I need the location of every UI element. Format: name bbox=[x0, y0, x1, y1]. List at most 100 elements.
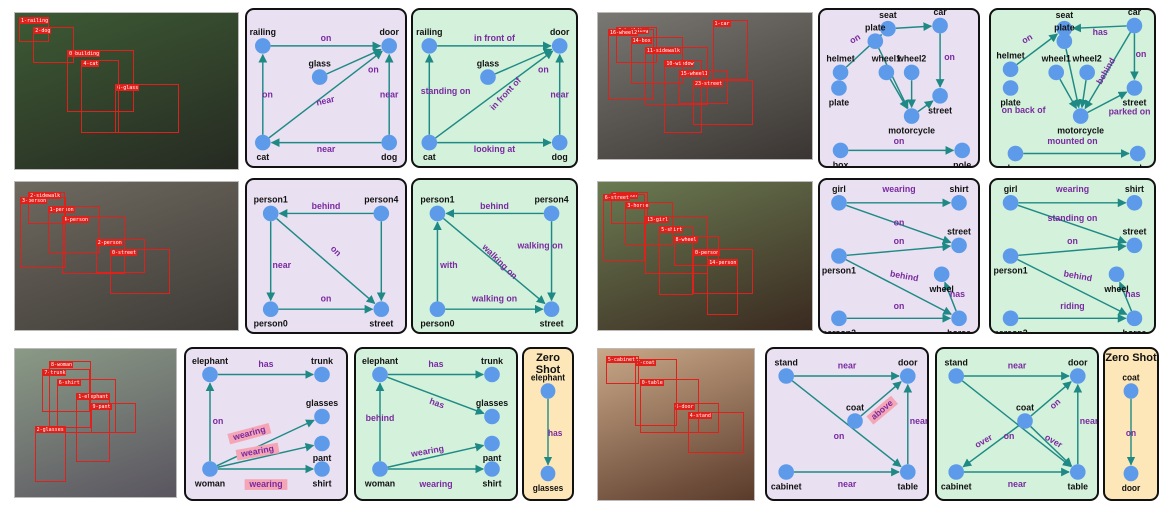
object-label: dog bbox=[552, 152, 568, 162]
object-label: stand bbox=[944, 357, 967, 367]
object-label: elephant bbox=[362, 356, 398, 366]
relation-edge bbox=[268, 50, 383, 139]
object-node bbox=[1007, 145, 1024, 162]
relation-label: wearing bbox=[231, 424, 267, 442]
bbox-tag: 7-coat bbox=[635, 360, 656, 367]
bounding-box: 9-pant bbox=[90, 402, 136, 433]
object-label: door bbox=[379, 27, 399, 37]
object-node bbox=[831, 80, 847, 96]
object-node bbox=[1126, 310, 1143, 327]
bounding-box: 1-person bbox=[47, 205, 100, 253]
relation-label: riding bbox=[1060, 301, 1084, 311]
object-node bbox=[1123, 383, 1139, 399]
object-node bbox=[1126, 195, 1143, 211]
bbox-tag: 5-shirt bbox=[660, 226, 684, 233]
object-label: door bbox=[1068, 357, 1088, 367]
object-node bbox=[954, 142, 971, 159]
object-node bbox=[1123, 465, 1139, 482]
relation-label: on bbox=[1126, 428, 1136, 438]
object-node bbox=[1069, 464, 1086, 480]
object-node bbox=[551, 38, 568, 54]
object-label: girl bbox=[1004, 184, 1018, 194]
object-node bbox=[314, 461, 330, 477]
bbox-tag: 2-glasses bbox=[35, 426, 65, 433]
bbox-tag: 7-trunk bbox=[43, 370, 67, 377]
relation-label: on bbox=[848, 32, 862, 46]
relation-edge bbox=[1016, 33, 1059, 66]
object-label: table bbox=[1068, 482, 1089, 492]
relation-edge bbox=[878, 47, 909, 109]
object-label: wheel2 bbox=[896, 54, 926, 64]
bbox-tag: 0-street bbox=[111, 250, 138, 256]
object-node bbox=[1126, 237, 1143, 254]
bounding-box: 5-cabinet bbox=[605, 355, 639, 384]
relation-label: near bbox=[550, 89, 569, 99]
bbox-tag: 14-box bbox=[631, 37, 652, 44]
bounding-box: 7-coat bbox=[634, 359, 677, 427]
relation-label: on bbox=[894, 236, 905, 246]
bbox-tag: 8-wheel bbox=[674, 236, 698, 243]
bounding-box: 2-glasses bbox=[34, 425, 66, 482]
highlight-box bbox=[235, 442, 280, 461]
bounding-box: 2-person bbox=[95, 239, 145, 274]
relation-label: on bbox=[1004, 431, 1015, 441]
relation-label: parked on bbox=[1109, 107, 1151, 117]
object-node bbox=[372, 366, 388, 383]
relation-label: near bbox=[315, 94, 336, 108]
relation-edge bbox=[217, 442, 315, 468]
relation-label: has bbox=[950, 289, 965, 299]
object-node bbox=[778, 464, 795, 480]
object-node bbox=[429, 301, 446, 317]
object-label: wheel1 bbox=[1041, 54, 1071, 64]
object-node bbox=[381, 134, 398, 151]
relation-label: has bbox=[1125, 289, 1140, 299]
highlight-box bbox=[244, 479, 288, 490]
object-node bbox=[867, 33, 884, 49]
relation-label: near bbox=[380, 89, 399, 99]
object-label: horse bbox=[947, 328, 971, 332]
relation-edge bbox=[442, 217, 546, 305]
object-label: pant bbox=[313, 453, 332, 463]
object-label: glasses bbox=[306, 398, 338, 408]
relation-edge bbox=[387, 376, 485, 415]
relation-label: behind bbox=[889, 268, 919, 283]
relation-label: has bbox=[428, 396, 446, 411]
relation-edge bbox=[1078, 80, 1088, 109]
object-label: coat bbox=[846, 402, 864, 412]
relation-label: near bbox=[910, 416, 927, 426]
relation-label: walking on bbox=[471, 294, 517, 304]
object-label: glass bbox=[477, 58, 500, 68]
object-label: cat bbox=[423, 152, 436, 162]
relation-label: on bbox=[1136, 49, 1147, 59]
object-label: pole bbox=[1129, 163, 1147, 166]
object-label: person0 bbox=[420, 319, 454, 329]
object-label: street bbox=[1122, 227, 1146, 237]
relation-edge bbox=[1030, 425, 1073, 467]
object-label: person1 bbox=[254, 195, 288, 205]
object-label: pant bbox=[483, 453, 502, 463]
bbox-tag: 16-wheel2 bbox=[609, 30, 639, 37]
relation-edge bbox=[917, 100, 934, 113]
object-label: seat bbox=[879, 10, 897, 20]
relation-label: on bbox=[894, 136, 905, 146]
object-node bbox=[948, 464, 965, 480]
object-label: box bbox=[1008, 163, 1024, 166]
relation-label: on bbox=[368, 64, 379, 74]
object-node bbox=[832, 64, 849, 81]
relation-edge bbox=[962, 425, 1020, 468]
bounding-box: 23-street bbox=[693, 80, 753, 125]
bbox-tag: 1-elephant bbox=[77, 393, 110, 400]
object-label: plate bbox=[1054, 22, 1075, 32]
object-label: street bbox=[928, 105, 952, 115]
object-label: plate bbox=[829, 98, 850, 108]
